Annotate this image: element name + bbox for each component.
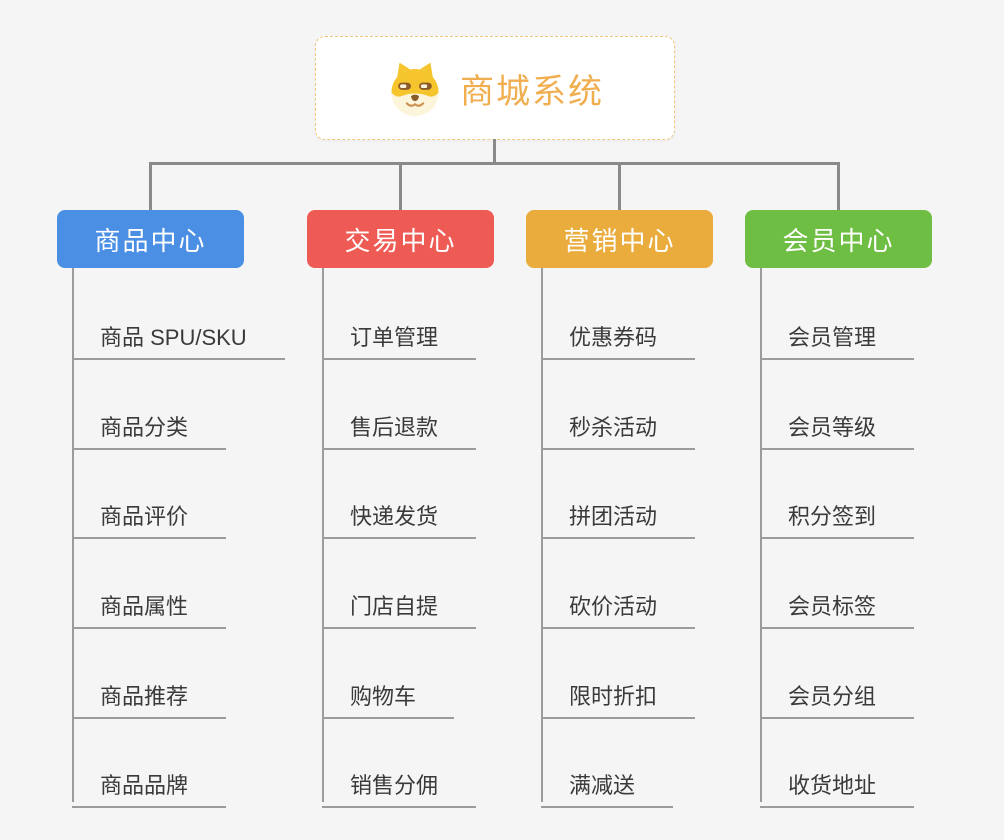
leaf-label: 商品品牌 <box>100 773 189 798</box>
branch-spine-4 <box>760 268 762 802</box>
leaf-item[interactable]: 满减送 <box>541 760 674 808</box>
connector-root-stem <box>493 139 496 164</box>
leaf-label: 会员标签 <box>788 594 877 619</box>
leaf-item[interactable]: 商品推荐 <box>72 671 227 719</box>
branch-header-product-center[interactable]: 商品中心 <box>57 210 244 268</box>
branch-label: 交易中心 <box>344 225 457 256</box>
leaf-label: 满减送 <box>569 773 636 798</box>
branch-spine-2 <box>322 268 324 802</box>
leaf-label: 会员管理 <box>788 325 877 350</box>
leaf-item[interactable]: 会员管理 <box>760 312 915 360</box>
connector-stub-branch-2 <box>399 162 402 210</box>
leaf-item[interactable]: 售后退款 <box>322 402 477 450</box>
leaf-label: 会员等级 <box>788 415 877 440</box>
leaf-item[interactable]: 优惠券码 <box>541 312 696 360</box>
leaf-item[interactable]: 商品分类 <box>72 402 227 450</box>
leaf-label: 商品属性 <box>100 594 189 619</box>
leaf-item[interactable]: 秒杀活动 <box>541 402 696 450</box>
leaf-item[interactable]: 商品 SPU/SKU <box>72 312 285 360</box>
leaf-item[interactable]: 会员等级 <box>760 402 915 450</box>
leaf-item[interactable]: 限时折扣 <box>541 671 696 719</box>
leaf-item[interactable]: 销售分佣 <box>322 760 477 808</box>
leaf-item[interactable]: 商品品牌 <box>72 760 227 808</box>
leaf-item[interactable]: 收货地址 <box>760 760 915 808</box>
leaf-item[interactable]: 砍价活动 <box>541 581 696 629</box>
branch-label: 营销中心 <box>563 225 676 256</box>
leaf-label: 订单管理 <box>350 325 439 350</box>
branch-header-marketing-center[interactable]: 营销中心 <box>526 210 713 268</box>
leaf-label: 收货地址 <box>788 773 877 798</box>
leaf-item[interactable]: 积分签到 <box>760 491 915 539</box>
branch-label: 会员中心 <box>782 225 895 256</box>
connector-stub-branch-1 <box>149 162 152 210</box>
leaf-label: 门店自提 <box>350 594 439 619</box>
leaf-label: 商品评价 <box>100 504 189 529</box>
branch-label: 商品中心 <box>94 225 207 256</box>
leaf-label: 优惠券码 <box>569 325 658 350</box>
leaf-label: 售后退款 <box>350 415 439 440</box>
leaf-item[interactable]: 快递发货 <box>322 491 477 539</box>
branch-spine-1 <box>72 268 74 802</box>
leaf-label: 会员分组 <box>788 684 877 709</box>
leaf-item[interactable]: 购物车 <box>322 671 455 719</box>
leaf-label: 积分签到 <box>788 504 877 529</box>
connector-stub-branch-4 <box>837 162 840 210</box>
root-node[interactable]: 商城系统 <box>315 36 675 140</box>
branch-header-trade-center[interactable]: 交易中心 <box>307 210 494 268</box>
leaf-item[interactable]: 会员分组 <box>760 671 915 719</box>
leaf-label: 购物车 <box>350 684 417 709</box>
leaf-label: 商品 SPU/SKU <box>100 325 247 350</box>
leaf-item[interactable]: 商品属性 <box>72 581 227 629</box>
leaf-label: 商品推荐 <box>100 684 189 709</box>
leaf-item[interactable]: 订单管理 <box>322 312 477 360</box>
leaf-item[interactable]: 商品评价 <box>72 491 227 539</box>
leaf-label: 销售分佣 <box>350 773 439 798</box>
leaf-label: 限时折扣 <box>569 684 658 709</box>
branch-header-member-center[interactable]: 会员中心 <box>745 210 932 268</box>
doge-icon <box>391 62 439 117</box>
connector-stub-branch-3 <box>618 162 621 210</box>
leaf-item[interactable]: 门店自提 <box>322 581 477 629</box>
leaf-label: 商品分类 <box>100 415 189 440</box>
leaf-label: 拼团活动 <box>569 504 658 529</box>
leaf-label: 快递发货 <box>350 504 439 529</box>
leaf-label: 砍价活动 <box>569 594 658 619</box>
leaf-item[interactable]: 拼团活动 <box>541 491 696 539</box>
leaf-item[interactable]: 会员标签 <box>760 581 915 629</box>
connector-horizontal-bar <box>149 162 840 165</box>
root-title: 商城系统 <box>460 72 604 111</box>
branch-spine-3 <box>541 268 543 802</box>
leaf-label: 秒杀活动 <box>569 415 658 440</box>
